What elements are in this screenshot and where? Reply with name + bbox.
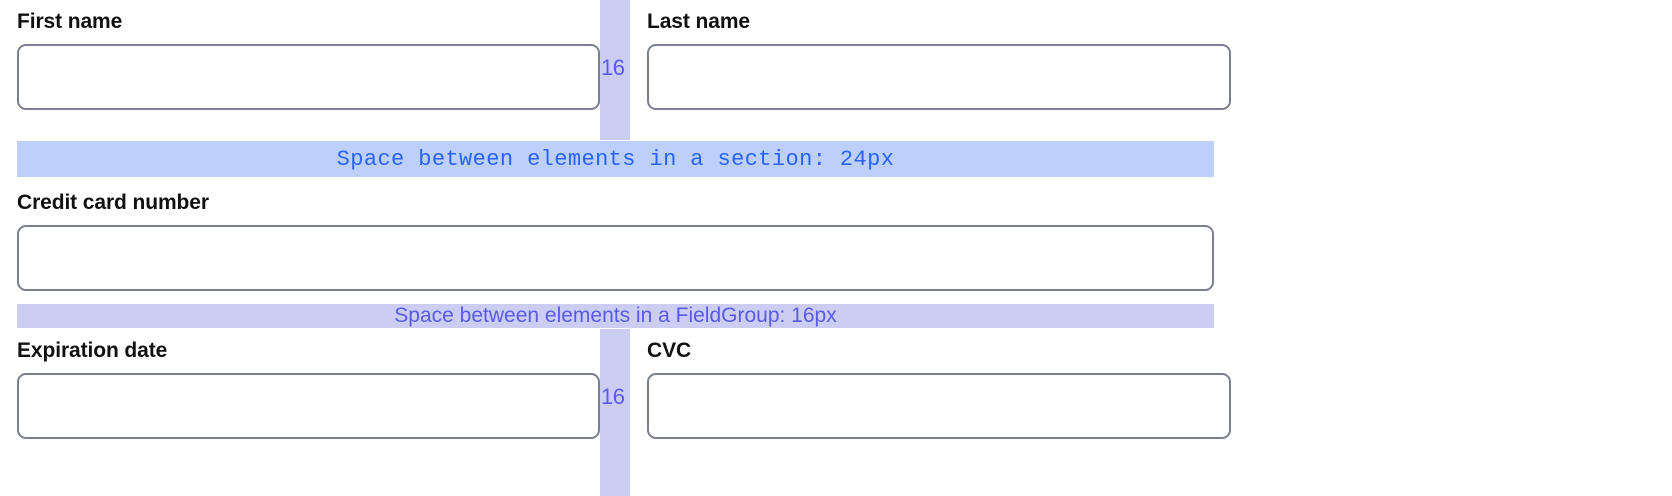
last-name-field-group: Last name	[630, 0, 1231, 140]
fieldgroup-spacing-annotation-text: Space between elements in a FieldGroup: …	[394, 304, 837, 327]
fieldgroup-spacing-annotation-bar: Space between elements in a FieldGroup: …	[17, 304, 1214, 328]
cvc-label: CVC	[647, 339, 692, 362]
first-name-label: First name	[17, 10, 123, 33]
expiry-row-gap-marker: 16	[600, 329, 630, 496]
card-number-input[interactable]	[17, 225, 1214, 291]
cvc-field-group: CVC	[630, 329, 1231, 496]
name-field-row: First name 16 Last name	[0, 0, 1231, 140]
name-row-gap-marker: 16	[600, 0, 630, 140]
last-name-label: Last name	[647, 10, 750, 33]
expiry-field-row: Expiration date 16 CVC	[0, 329, 1231, 496]
expiration-date-input[interactable]	[17, 373, 600, 439]
card-number-field-row: Credit card number	[0, 181, 1214, 303]
card-number-field-group: Credit card number	[0, 181, 1214, 303]
last-name-input[interactable]	[647, 44, 1231, 110]
first-name-field-group: First name	[0, 0, 600, 140]
expiration-date-field-group: Expiration date	[0, 329, 600, 496]
first-name-input[interactable]	[17, 44, 600, 110]
card-number-label: Credit card number	[17, 191, 209, 214]
section-spacing-annotation-text: Space between elements in a section: 24p…	[336, 146, 895, 172]
cvc-input[interactable]	[647, 373, 1231, 439]
section-spacing-annotation-bar: Space between elements in a section: 24p…	[17, 141, 1214, 177]
expiry-row-gap-value: 16	[601, 384, 625, 409]
expiration-date-label: Expiration date	[17, 339, 168, 362]
name-row-gap-value: 16	[601, 55, 625, 80]
